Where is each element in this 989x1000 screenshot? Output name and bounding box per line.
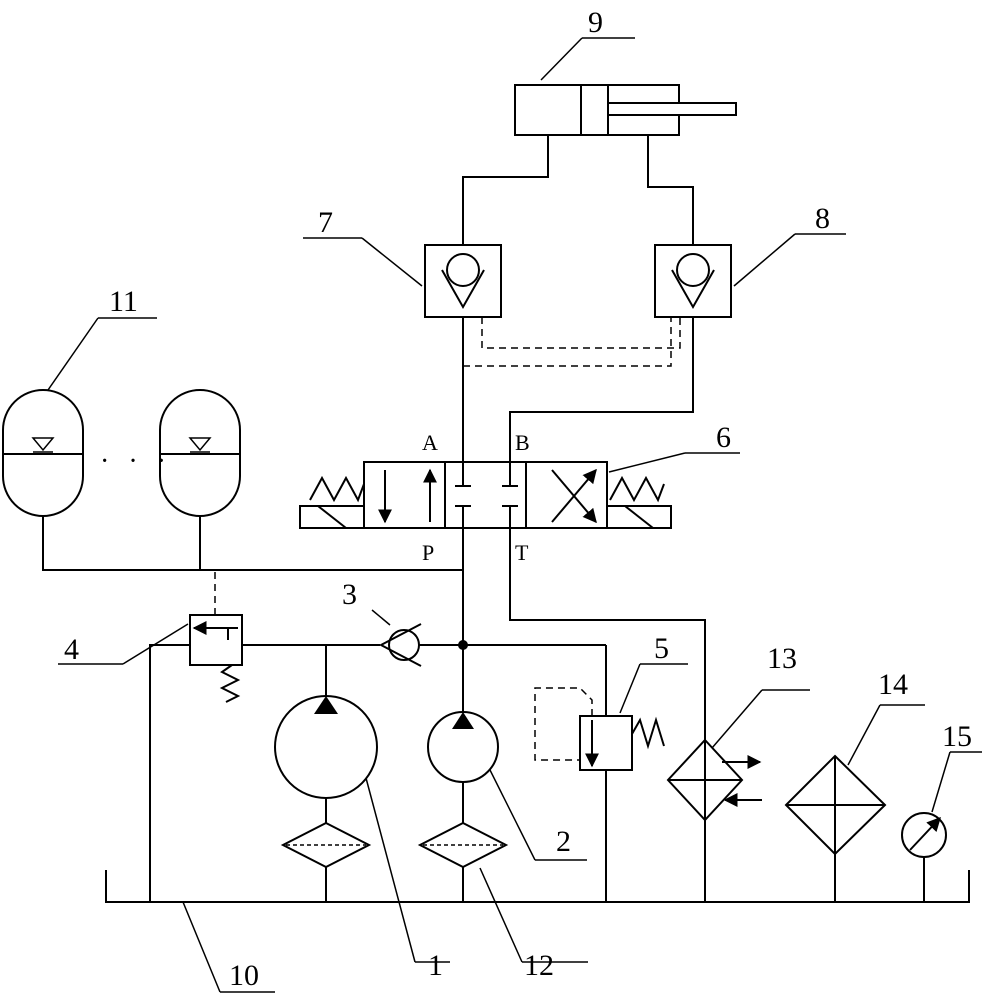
label-suction-filter: 12: [524, 949, 554, 982]
label-directional-valve: 6: [716, 421, 731, 454]
return-filter: [786, 705, 925, 854]
port-t-label: T: [515, 540, 529, 565]
label-pilot-check-valve-b: 8: [815, 202, 830, 235]
port-b-label: B: [515, 430, 530, 455]
label-pump-large: 1: [428, 949, 443, 982]
pilot-check-valve-7: [303, 238, 501, 317]
pilot-check-valve-8: [655, 234, 846, 317]
suction-filter-large: [283, 823, 369, 867]
label-relief-valve: 5: [654, 632, 669, 665]
label-pilot-check-valve-a: 7: [318, 206, 333, 239]
relief-valve: [535, 664, 688, 770]
large-pump: [275, 696, 450, 962]
label-pump-small: 2: [556, 825, 571, 858]
hydraulic-cylinder: [515, 38, 736, 135]
check-valve: [372, 610, 421, 666]
label-gauge: 15: [942, 720, 972, 753]
label-tank: 10: [229, 959, 259, 992]
pressure-gauge: [902, 752, 982, 857]
accumulator-group: [3, 318, 240, 516]
accumulator-ellipsis: · · ·: [100, 446, 172, 477]
directional-valve: [300, 453, 740, 528]
cooler: [668, 690, 810, 820]
label-cooler: 13: [767, 642, 797, 675]
label-return-filter: 14: [878, 668, 908, 701]
label-cylinder: 9: [588, 6, 603, 39]
port-a-label: A: [422, 430, 438, 455]
label-unloading-valve: 4: [64, 633, 79, 666]
label-check-valve: 3: [342, 578, 357, 611]
label-accumulator: 11: [109, 285, 138, 318]
port-p-label: P: [422, 540, 434, 565]
